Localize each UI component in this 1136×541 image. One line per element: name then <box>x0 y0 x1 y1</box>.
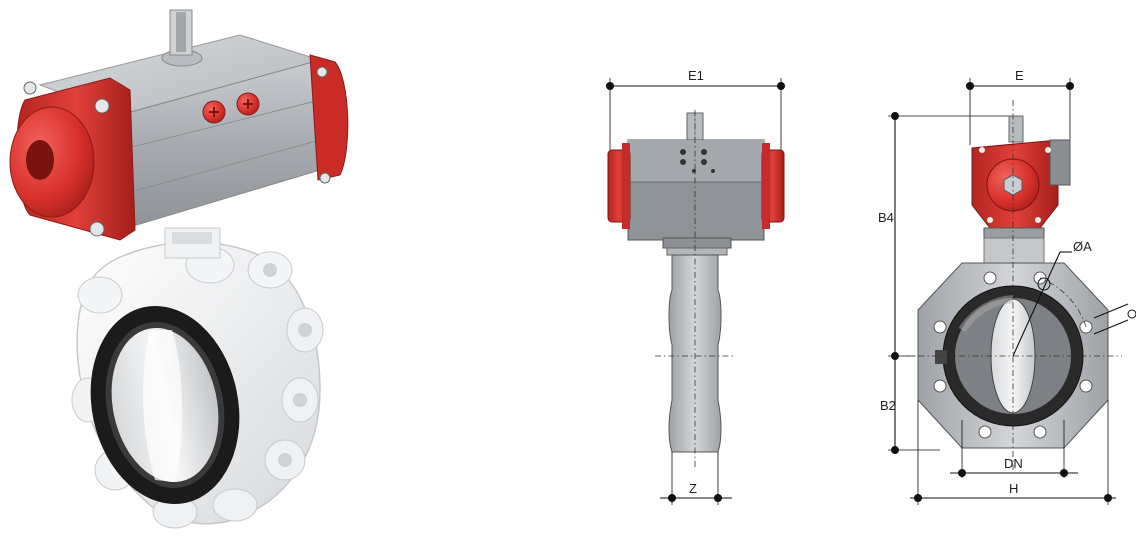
dim-b4-label: B4 <box>878 210 894 225</box>
actuator-3d <box>9 9 349 241</box>
seal-ring <box>90 306 240 504</box>
dim-b2-label: B2 <box>880 398 896 413</box>
dim-e-label: E <box>1015 68 1024 83</box>
dim-z-label: Z <box>689 481 697 496</box>
valve-3d-render <box>9 9 349 529</box>
dim-e1-label: E1 <box>688 68 704 83</box>
dim-h-label: H <box>1009 481 1018 496</box>
dim-phi-a-label: ØA <box>1073 239 1092 254</box>
front-view-drawing: E B4 B2 <box>878 68 1136 505</box>
side-view-drawing: E1 Z <box>606 68 785 505</box>
dim-dn-label: DN <box>1004 456 1023 471</box>
